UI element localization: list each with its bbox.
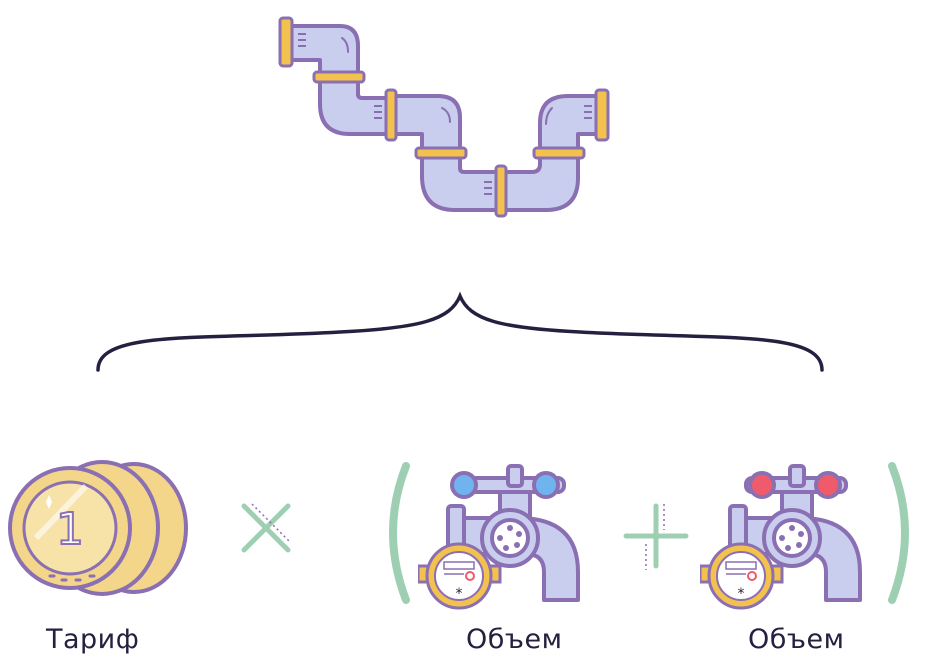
plus-operator: [620, 500, 692, 572]
hot-water-tap: *: [700, 462, 870, 612]
curly-brace: [90, 290, 830, 380]
svg-text:*: *: [738, 586, 745, 602]
pipe-icon: [278, 16, 610, 218]
hot-volume-label: Объем: [748, 624, 845, 655]
left-parenthesis-icon: [389, 462, 410, 604]
svg-text:1: 1: [56, 504, 84, 555]
plus-icon: [623, 503, 689, 570]
pipe-illustration: [270, 8, 620, 218]
coins-group: 1: [6, 458, 192, 598]
left-parenthesis: [378, 462, 412, 604]
cold-water-tap-icon: *: [418, 464, 580, 610]
water-meter-icon: *: [418, 542, 502, 610]
coins-icon: 1: [8, 460, 188, 596]
curly-brace-icon: [96, 291, 824, 372]
cold-water-tap: *: [418, 462, 588, 612]
hot-water-tap-icon: *: [700, 464, 862, 610]
tariff-label: Тариф: [46, 624, 140, 655]
multiply-operator: [238, 500, 294, 556]
svg-text:*: *: [456, 586, 463, 602]
water-meter-icon: *: [700, 542, 784, 610]
multiply-icon: [241, 503, 291, 553]
right-parenthesis-icon: [888, 462, 909, 604]
cold-volume-label: Объем: [466, 624, 563, 655]
right-parenthesis: [886, 462, 920, 604]
